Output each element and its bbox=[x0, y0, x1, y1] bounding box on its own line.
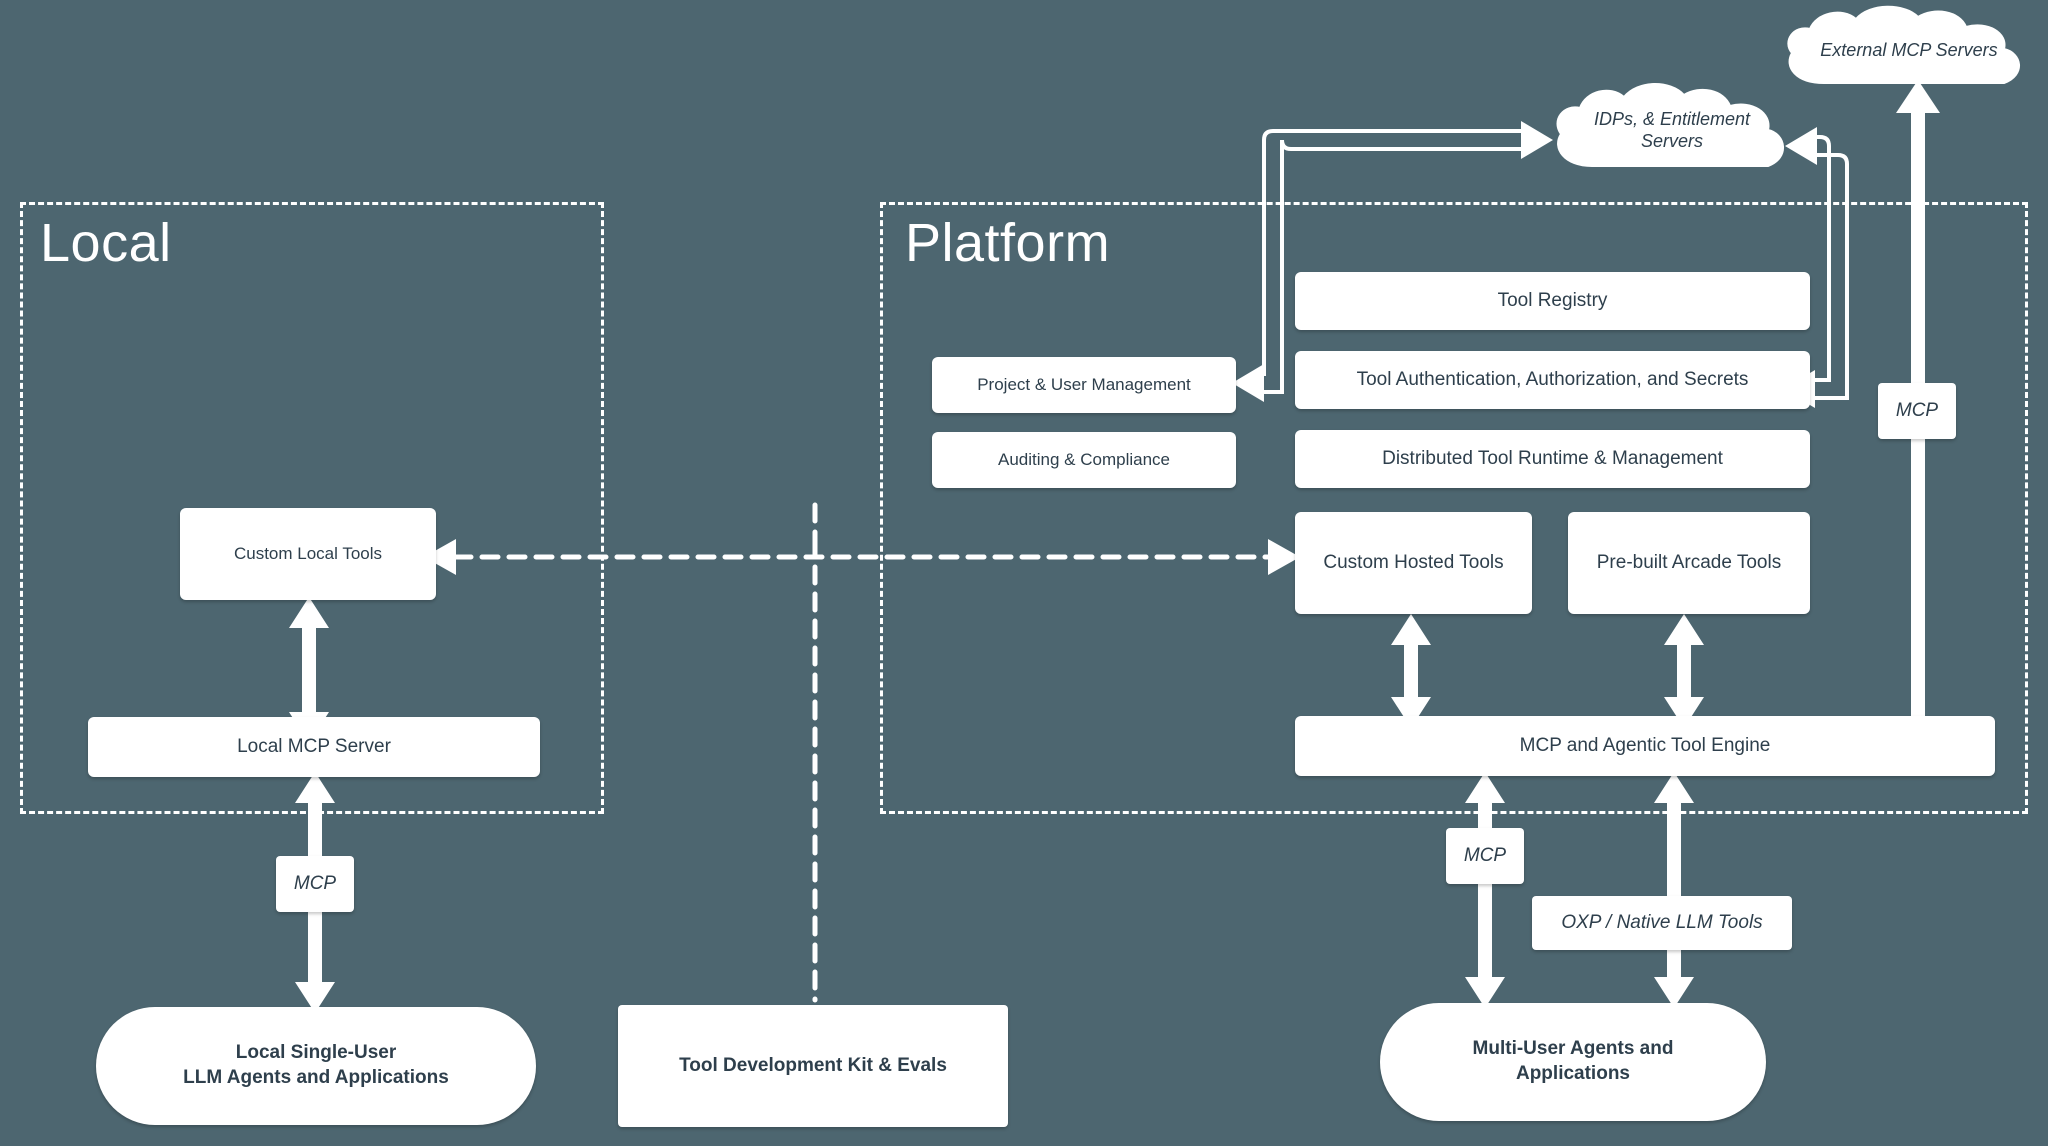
node-local-mcp-server[interactable]: Local MCP Server bbox=[88, 717, 540, 777]
node-mcp-agentic-tool-engine[interactable]: MCP and Agentic Tool Engine bbox=[1295, 716, 1995, 776]
cloud-external-mcp-label: External MCP Servers bbox=[1820, 39, 1998, 60]
node-prebuilt-arcade-tools[interactable]: Pre-built Arcade Tools bbox=[1568, 512, 1810, 614]
region-local bbox=[20, 202, 604, 814]
region-platform-title: Platform bbox=[905, 213, 1111, 273]
node-tool-authentication[interactable]: Tool Authentication, Authorization, and … bbox=[1295, 351, 1810, 409]
region-platform bbox=[880, 202, 2028, 814]
node-tool-registry[interactable]: Tool Registry bbox=[1295, 272, 1810, 330]
label-mcp-local: MCP bbox=[276, 856, 354, 912]
cloud-idps-label: IDPs, & Entitlement Servers bbox=[1593, 108, 1751, 152]
node-custom-hosted-tools[interactable]: Custom Hosted Tools bbox=[1295, 512, 1532, 614]
label-mcp-external: MCP bbox=[1878, 383, 1956, 439]
node-local-agents-label: Local Single-User LLM Agents and Applica… bbox=[183, 1042, 449, 1088]
node-multi-user-agents-applications[interactable]: Multi-User Agents and Applications bbox=[1380, 1003, 1766, 1121]
node-tool-development-kit-evals[interactable]: Tool Development Kit & Evals bbox=[618, 1005, 1008, 1127]
label-oxp-native-llm-tools: OXP / Native LLM Tools bbox=[1532, 896, 1792, 950]
region-local-title: Local bbox=[40, 213, 172, 273]
node-custom-local-tools[interactable]: Custom Local Tools bbox=[180, 508, 436, 600]
node-project-user-management[interactable]: Project & User Management bbox=[932, 357, 1236, 413]
label-mcp-agents: MCP bbox=[1446, 828, 1524, 884]
node-distributed-tool-runtime[interactable]: Distributed Tool Runtime & Management bbox=[1295, 430, 1810, 488]
cloud-external-mcp-servers[interactable]: External MCP Servers bbox=[1778, 5, 2040, 95]
node-auditing-compliance[interactable]: Auditing & Compliance bbox=[932, 432, 1236, 488]
node-local-agents-applications[interactable]: Local Single-User LLM Agents and Applica… bbox=[96, 1007, 536, 1125]
node-multi-user-agents-label: Multi-User Agents and Applications bbox=[1472, 1038, 1674, 1084]
cloud-shape-icon bbox=[1787, 5, 2020, 84]
cloud-idps-entitlement-servers[interactable]: IDPs, & Entitlement Servers bbox=[1548, 82, 1796, 178]
cloud-shape-icon bbox=[1556, 83, 1784, 167]
